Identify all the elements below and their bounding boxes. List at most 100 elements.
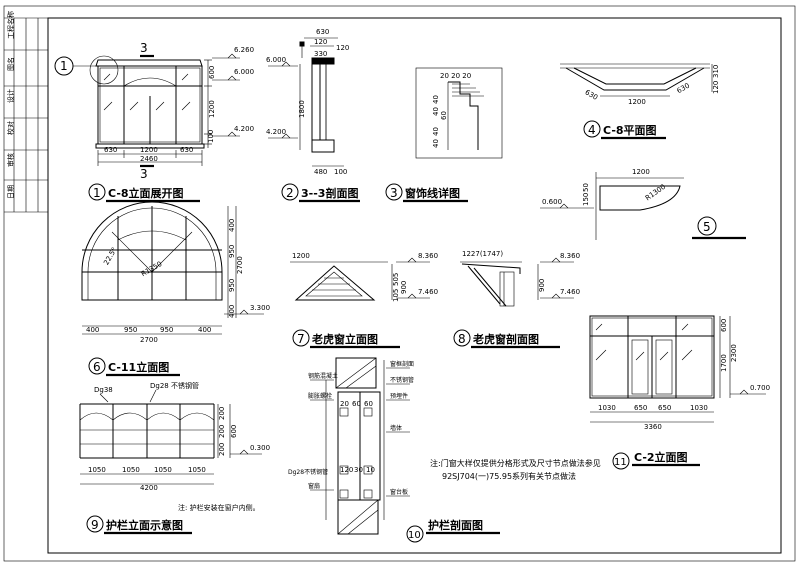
detail-arch-section: 1200 R1300 150 50 0.600 5 — [540, 168, 746, 240]
dormer-sec-h: 900 — [538, 279, 546, 292]
title-3-3-section: 3--3剖面图 — [301, 186, 358, 200]
section-mark-bottom: 3 — [140, 167, 148, 181]
s33-h: 1800 — [298, 100, 306, 118]
s33-b1: 480 — [314, 168, 327, 176]
title-num-4: 4 — [588, 123, 596, 137]
title-railing-section: 护栏剖面图 — [428, 518, 483, 532]
c8-total: 2460 — [140, 155, 158, 163]
c2-w4: 1030 — [690, 404, 708, 412]
c11-angle: 22.5° — [102, 246, 118, 267]
title-num-5: 5 — [703, 220, 711, 234]
note-line-2: 92SJ704(一)75.95系列有关节点做法 — [442, 471, 576, 481]
dormer-sec-w: 1227(1747) — [462, 250, 503, 258]
dormer-h1: 505 — [392, 273, 400, 286]
plan-a1: 630 — [584, 88, 600, 102]
tb-row6: 日期 — [7, 185, 15, 199]
c11-w1: 400 — [86, 326, 99, 334]
rsec-dim-3: 60 — [364, 400, 373, 408]
axis-label: 1 — [60, 59, 68, 73]
detail-dormer-section: 1227(1747) 900 8.360 7.460 8 老虎窗剖面图 — [453, 250, 580, 349]
title-num-6: 6 — [93, 360, 101, 374]
s33-a: 120 — [314, 38, 327, 46]
rsec-label-6: 膨胀螺栓 — [308, 392, 332, 400]
title-c11-elevation: C-11立面图 — [108, 360, 169, 374]
s33-c: 330 — [314, 50, 327, 58]
rsec-label-4: 墙体 — [390, 424, 402, 432]
rail-note: 注: 护栏安装在窗户内侧。 — [178, 503, 260, 512]
plan-h1: 120 — [712, 81, 720, 94]
trim-v5: 40 — [432, 139, 440, 148]
rsec-left-note: Dg28不锈钢管 — [288, 468, 328, 476]
rsec-dim-2: 60 — [352, 400, 361, 408]
detail-3-3-section: 630 120 120 330 1800 6.000 4.200 480 100… — [266, 28, 360, 203]
rail-dg2: Dg28 不锈钢管 — [150, 381, 199, 390]
rail-h1: 200 — [218, 407, 226, 420]
s33-level-2: 4.200 — [266, 128, 286, 136]
rail-w1: 1050 — [88, 466, 106, 474]
c11-h2: 950 — [228, 245, 236, 258]
rsec-label-7: 窗扇 — [308, 482, 320, 490]
detail-railing-elevation: Dg38 Dg28 不锈钢管 200 200 200 600 0.300 105… — [79, 381, 270, 535]
title-num-7: 7 — [297, 332, 305, 346]
trim-v4: 40 — [432, 127, 440, 136]
title-c8-plan: C-8平面图 — [603, 124, 657, 137]
c2-h2: 1700 — [720, 354, 728, 372]
section-mark-top: 3 — [140, 41, 148, 55]
plan-h2: 310 — [712, 65, 720, 78]
s33-b: 120 — [336, 44, 349, 52]
rsec-label-2: 不锈钢管 — [390, 376, 414, 384]
detail-c2-elevation: 600 1700 2300 0.700 1030 650 650 1030 33… — [589, 315, 770, 470]
c11-w4: 400 — [198, 326, 211, 334]
c2-h1: 600 — [720, 319, 728, 332]
title-num-1: 1 — [93, 186, 101, 200]
rail-w2: 1050 — [122, 466, 140, 474]
detail-dormer-elevation: 1200 505 105 900 8.360 7.460 7 老虎窗立面图 — [290, 252, 438, 349]
rsec-dim-4: 120 — [340, 466, 353, 474]
c2-total: 3360 — [644, 423, 662, 431]
c11-h4: 400 — [228, 305, 236, 318]
c11-h3: 950 — [228, 279, 236, 292]
title-num-10: 10 — [408, 530, 421, 541]
c8-w3: 630 — [180, 146, 193, 154]
c11-level: 3.300 — [250, 304, 270, 312]
inner-border — [47, 17, 782, 554]
dormer-total: 900 — [400, 281, 408, 294]
detail-c8-plan: 1200 630 630 120 310 4 C-8平面图 — [560, 63, 720, 140]
c11-total-w: 2700 — [140, 336, 158, 344]
c8-h3: 100 — [207, 130, 215, 143]
title-num-2: 2 — [286, 186, 294, 200]
trim-v1: 40 — [432, 95, 440, 104]
title-railing-elevation: 护栏立面示意图 — [106, 518, 183, 532]
c8-level-2: 6.000 — [234, 68, 254, 76]
tb-row3: 设计 — [6, 89, 15, 103]
rail-h2: 200 — [218, 425, 226, 438]
c8-level-1: 6.260 — [234, 46, 254, 54]
s33-w-top: 630 — [316, 28, 329, 36]
title-c8-elevation: C-8立面展开图 — [108, 186, 184, 200]
tb-row1: 工程名称 — [6, 11, 15, 39]
dormer-level-1: 8.360 — [418, 252, 438, 260]
c2-w3: 650 — [658, 404, 671, 412]
rsec-dim-5: 30 — [354, 466, 363, 474]
dormer-sec-level-2: 7.460 — [560, 288, 580, 296]
rsec-label-8: 窗台板 — [390, 488, 408, 496]
dormer-level-2: 7.460 — [418, 288, 438, 296]
c2-total-h: 2300 — [730, 344, 738, 362]
title-num-11: 11 — [614, 457, 627, 468]
title-num-3: 3 — [390, 186, 398, 200]
trim-v2: 40 — [432, 107, 440, 116]
title-dormer-elevation: 老虎窗立面图 — [311, 332, 378, 346]
detail-c8-elevation: 3 3 630 1200 630 2460 600 1200 — [88, 41, 254, 203]
trim-top: 20 20 20 — [440, 72, 471, 80]
dormer-sec-level-1: 8.360 — [560, 252, 580, 260]
c8-w1: 630 — [104, 146, 117, 154]
arch-w: 1200 — [632, 168, 650, 176]
rsec-label-1: 窗框剖面 — [390, 360, 414, 368]
c8-h1: 600 — [208, 66, 216, 79]
detail-trim: 20 20 20 40 40 60 40 40 3 窗饰线详图 — [385, 67, 503, 203]
note-line-1: 注:门窗大样仅提供分格形式及尺寸节点做法参见 — [430, 458, 601, 468]
rail-total: 4200 — [140, 484, 158, 492]
c8-h2: 1200 — [208, 100, 216, 118]
tb-row4: 校对 — [6, 121, 15, 135]
